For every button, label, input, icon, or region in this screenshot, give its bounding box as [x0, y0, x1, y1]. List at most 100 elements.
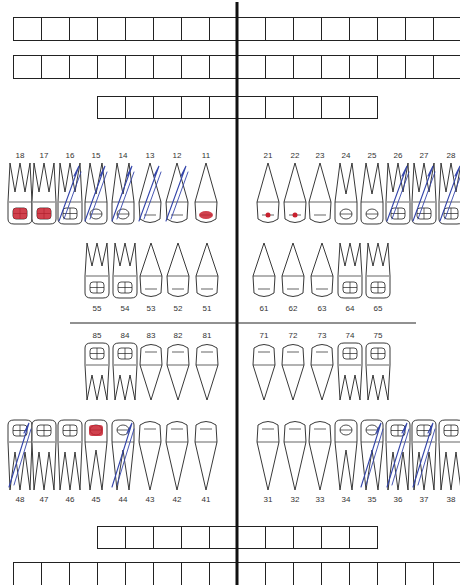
tooth-symbol	[139, 163, 161, 223]
surface-line	[424, 208, 425, 219]
incisal-line	[287, 289, 299, 290]
tooth-outline	[8, 420, 32, 490]
tooth-number: 16	[66, 151, 75, 160]
tooth-number: 45	[92, 495, 101, 504]
surface-line	[44, 425, 45, 436]
jaw-separator	[70, 323, 416, 324]
extraction-mark	[413, 423, 433, 487]
tooth-symbol	[139, 422, 161, 491]
crown-line	[309, 442, 331, 443]
incisal-line	[201, 352, 213, 353]
record-box	[182, 97, 210, 119]
tooth-number: 26	[394, 151, 403, 160]
crown-line	[282, 365, 304, 366]
occlusal-surface	[90, 348, 104, 359]
tooth-outline	[139, 163, 161, 223]
record-box	[154, 527, 182, 549]
tooth-number: 35	[368, 495, 377, 504]
tooth-number: 61	[260, 304, 269, 313]
crown-line	[367, 365, 389, 366]
tooth-number: 36	[394, 495, 403, 504]
tooth-number: 11	[202, 151, 210, 160]
tooth-outline	[85, 243, 109, 298]
tooth-number: 25	[368, 151, 377, 160]
record-box	[210, 563, 238, 585]
record-box	[210, 527, 238, 549]
extraction-mark	[387, 423, 407, 487]
surface-line	[398, 208, 399, 219]
tooth-symbol	[311, 243, 333, 297]
tooth-symbol	[167, 345, 189, 401]
record-box	[182, 56, 210, 79]
record-box	[238, 527, 266, 549]
tooth-number: 81	[203, 331, 212, 340]
tooth-symbol	[284, 422, 306, 491]
tooth-outline	[32, 163, 56, 224]
tooth-outline	[257, 163, 279, 223]
incisal-line	[171, 429, 183, 430]
tooth-outline	[8, 163, 32, 224]
crown-line	[361, 442, 383, 443]
record-box	[294, 56, 322, 79]
occlusal-surface	[118, 282, 132, 293]
record-box	[126, 563, 154, 585]
tooth-outline	[257, 422, 279, 491]
record-box	[182, 563, 210, 585]
occlusal-surface	[343, 282, 357, 293]
crown-line	[114, 276, 136, 277]
tooth-outline	[361, 420, 383, 490]
tooth-outline	[282, 243, 304, 297]
record-box	[126, 18, 154, 41]
tooth-outline	[338, 343, 362, 400]
midline	[236, 2, 239, 585]
tooth-outline	[361, 163, 383, 224]
tooth-number: 13	[146, 151, 155, 160]
crown-line	[284, 442, 306, 443]
tooth-outline	[58, 163, 82, 224]
tooth-symbol	[8, 420, 32, 490]
tooth-number: 31	[264, 495, 273, 504]
occlusal-surface	[340, 209, 352, 219]
record-box	[294, 563, 322, 585]
tooth-symbol	[8, 163, 32, 224]
tooth-outline	[309, 163, 331, 223]
tooth-symbol	[284, 163, 306, 223]
occlusal-surface	[417, 208, 431, 219]
extraction-mark	[85, 166, 105, 221]
crown-line	[413, 442, 435, 443]
incisal-line	[144, 429, 156, 430]
tooth-outline	[85, 163, 107, 224]
incisal-line	[287, 352, 299, 353]
record-box	[98, 97, 126, 119]
occlusal-surface	[371, 348, 385, 359]
tooth-number: 71	[260, 331, 269, 340]
tooth-symbol	[257, 422, 279, 491]
record-box	[70, 56, 98, 79]
extraction-mark	[418, 429, 435, 485]
tooth-outline	[366, 343, 390, 400]
record-box	[266, 563, 294, 585]
crown-line	[195, 202, 217, 203]
crown-line	[309, 202, 331, 203]
tooth-outline	[439, 163, 460, 224]
crown-line	[257, 442, 279, 443]
tooth-symbol	[112, 420, 134, 490]
tooth-outline	[113, 243, 137, 298]
record-box	[98, 527, 126, 549]
tooth-number: 21	[264, 151, 273, 160]
tooth-symbol	[412, 420, 436, 490]
crown-line	[33, 442, 55, 443]
incisal-line	[258, 289, 270, 290]
tooth-outline	[112, 163, 134, 224]
record-box	[294, 97, 322, 119]
tooth-outline	[140, 243, 162, 297]
tooth-outline	[253, 345, 275, 401]
extraction-mark	[112, 166, 132, 221]
record-box	[406, 18, 434, 41]
record-box	[322, 527, 350, 549]
tooth-outline	[338, 243, 362, 298]
record-box	[182, 527, 210, 549]
tooth-outline	[282, 345, 304, 401]
tooth-number: 28	[447, 151, 456, 160]
record-box	[238, 18, 266, 41]
